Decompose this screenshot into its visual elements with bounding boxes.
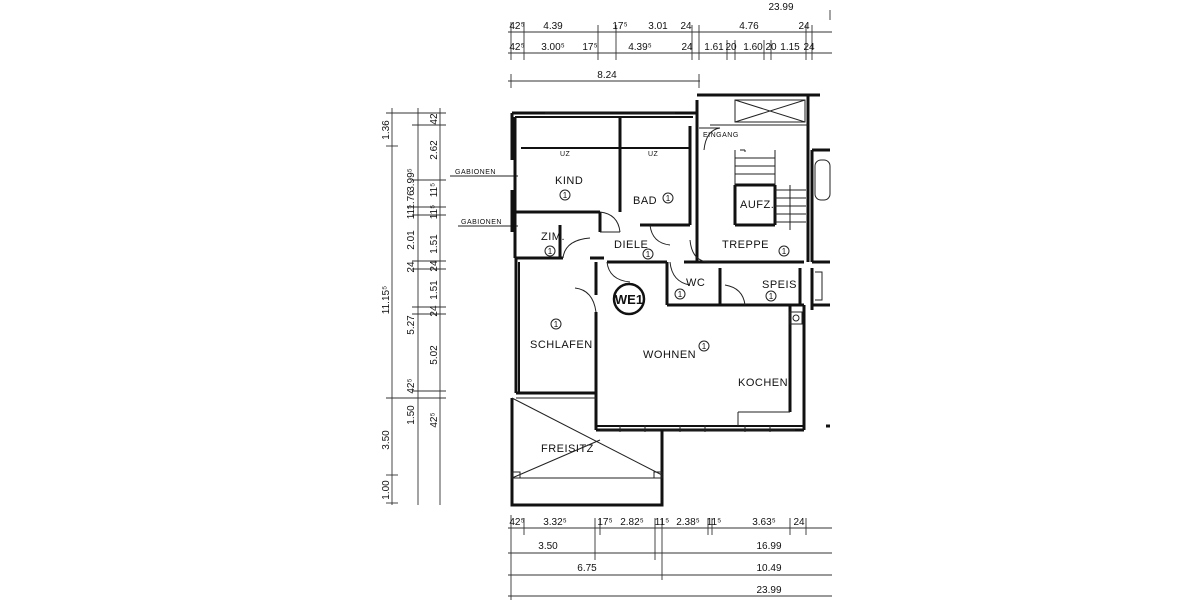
room-marker-speis: 1 xyxy=(769,292,774,301)
label-zim: ZIM. xyxy=(541,231,565,243)
dim-left-a-3: 24 xyxy=(406,261,417,273)
dim-bottom-r1-2: 17⁵ xyxy=(597,517,612,528)
dim-left-b-0: 42 xyxy=(429,113,440,125)
dim-bottom-r1-8: 24 xyxy=(793,517,805,528)
dim-bottom-r1-4: 11⁵ xyxy=(655,517,670,528)
dim-top-r3: 8.24 xyxy=(597,70,617,81)
label-schlafen: SCHLAFEN xyxy=(530,339,593,351)
room-marker-diele: 1 xyxy=(646,250,651,259)
dim-left-a-2: 2.01 xyxy=(406,230,417,250)
dim-top-r1-0: 42⁵ xyxy=(509,21,524,32)
dim-top-r2-8: 20 xyxy=(765,42,777,53)
dim-left-outer-4: 1.00 xyxy=(381,480,392,500)
dim-top-r2-3: 4.39⁵ xyxy=(628,42,652,53)
label-wc: WC xyxy=(686,277,705,289)
staircase xyxy=(699,99,808,230)
kitchen-counter xyxy=(737,311,803,426)
dim-top-r1-2: 17⁵ xyxy=(612,21,627,32)
terrace xyxy=(510,397,664,507)
dim-bottom-r2-0: 3.50 xyxy=(538,541,558,552)
label-kochen: KOCHEN xyxy=(738,377,788,389)
dim-bottom-r1-6: 11⁵ xyxy=(707,517,722,528)
bottom-dimensions: 42⁵ 3.32⁵ 17⁵ 2.82⁵ 11⁵ 2.38⁵ 11⁵ 3.63⁵ … xyxy=(508,515,832,600)
dim-bottom-r1-5: 2.38⁵ xyxy=(676,517,700,528)
label-diele: DIELE xyxy=(614,239,648,251)
label-speis: SPEIS xyxy=(762,279,797,291)
label-eingang: EINGANG xyxy=(703,132,739,139)
gabionen-label-2: GABIONEN xyxy=(461,219,502,226)
room-marker-zim: 1 xyxy=(548,247,553,256)
top-dimensions: 42⁵ 4.39 17⁵ 3.01 24 4.76 24 23.99 42⁵ 3… xyxy=(508,2,832,88)
unit-label: WE1 xyxy=(615,292,643,307)
dim-left-b-1: 2.62 xyxy=(429,140,440,160)
label-kind: KIND xyxy=(555,175,583,187)
dim-left-a-1: 11⁵ xyxy=(406,205,417,220)
room-marker-wc: 1 xyxy=(678,290,683,299)
dim-top-r2-0: 42⁵ xyxy=(509,42,524,53)
dim-left-outer-2: 11.15⁵ xyxy=(381,286,392,314)
label-aufz: AUFZ. xyxy=(740,199,774,211)
dim-left-a-6: 1.50 xyxy=(406,405,417,425)
dim-top-r1-5: 4.76 xyxy=(739,21,759,32)
dim-top-r2-4: 24 xyxy=(681,42,693,53)
dim-left-b-4: 1.51 xyxy=(429,234,440,254)
dim-top-r2-9: 1.15 xyxy=(780,42,800,53)
dim-bottom-r1-7: 3.63⁵ xyxy=(752,517,776,528)
room-marker-wohnen: 1 xyxy=(702,342,707,351)
dim-left-b-9: 42⁵ xyxy=(429,412,440,427)
dim-bottom-r2-1: 16.99 xyxy=(756,541,781,552)
dim-left-outer-1: 3.99⁵ xyxy=(406,168,417,192)
dim-left-outer-3: 3.50 xyxy=(381,430,392,450)
dim-left-b-5: 24 xyxy=(429,260,440,272)
dim-bottom-r3-1: 10.49 xyxy=(756,563,781,574)
dim-left-b-8: 5.02 xyxy=(429,345,440,365)
dim-bottom-r1-3: 2.82⁵ xyxy=(620,517,644,528)
dim-top-r1-3: 3.01 xyxy=(648,21,668,32)
room-marker-treppe: 1 xyxy=(782,247,787,256)
dim-left-b-3: 11⁵ xyxy=(429,205,440,220)
gabionen-label-1: GABIONEN xyxy=(455,169,496,176)
label-wohnen: WOHNEN xyxy=(643,349,696,361)
dim-left-b-2: 11⁵ xyxy=(429,183,440,198)
doors xyxy=(562,127,746,313)
dim-bottom-total: 23.99 xyxy=(756,585,781,596)
dim-top-r2-7: 1.60 xyxy=(743,42,763,53)
dim-top-r2-10: 24 xyxy=(803,42,815,53)
dim-top-total: 23.99 xyxy=(768,2,793,13)
uz-label-1: UZ xyxy=(560,151,571,158)
room-number-markers: 1 1 1 1 1 1 1 1 1 xyxy=(544,189,790,352)
dim-left-a-0: 1.76 xyxy=(406,190,417,210)
dim-bottom-r3-0: 6.75 xyxy=(577,563,597,574)
dim-bottom-r1-1: 3.32⁵ xyxy=(543,517,567,528)
dim-left-a-5: 42⁵ xyxy=(406,378,417,393)
dim-left-a-4: 5.27 xyxy=(406,315,417,335)
dim-left-b-6: 1.51 xyxy=(429,280,440,300)
windows xyxy=(545,112,795,432)
label-treppe: TREPPE xyxy=(722,239,769,251)
dim-top-r1-4: 24 xyxy=(680,21,692,32)
dim-top-r1-1: 4.39 xyxy=(543,21,563,32)
dim-top-r2-5: 1.61 xyxy=(704,42,724,53)
room-marker-kind: 1 xyxy=(563,191,568,200)
label-bad: BAD xyxy=(633,195,657,207)
left-dimensions: 1.36 11.15⁵ 3.50 1.00 3.99⁵ 1.76 11⁵ 2.0… xyxy=(381,108,518,505)
room-marker-bad: 1 xyxy=(666,194,671,203)
unit-badge: WE1 xyxy=(612,282,646,316)
dim-bottom-r1-0: 42⁵ xyxy=(509,517,524,528)
room-marker-schlafen: 1 xyxy=(554,320,559,329)
dim-left-b-7: 24 xyxy=(429,305,440,317)
dim-top-r2-6: 20 xyxy=(725,42,737,53)
room-labels: UZ UZ EINGANG KIND BAD AUFZ. ZIM. DIELE … xyxy=(530,132,797,455)
dim-top-r2-2: 17⁵ xyxy=(582,42,597,53)
dim-left-outer-0: 1.36 xyxy=(381,120,392,140)
uz-label-2: UZ xyxy=(648,151,659,158)
dim-top-r1-6: 24 xyxy=(798,21,810,32)
label-freisitz: FREISITZ xyxy=(541,443,594,455)
adjacent-unit xyxy=(810,148,831,428)
dim-top-r2-1: 3.00⁵ xyxy=(541,42,565,53)
